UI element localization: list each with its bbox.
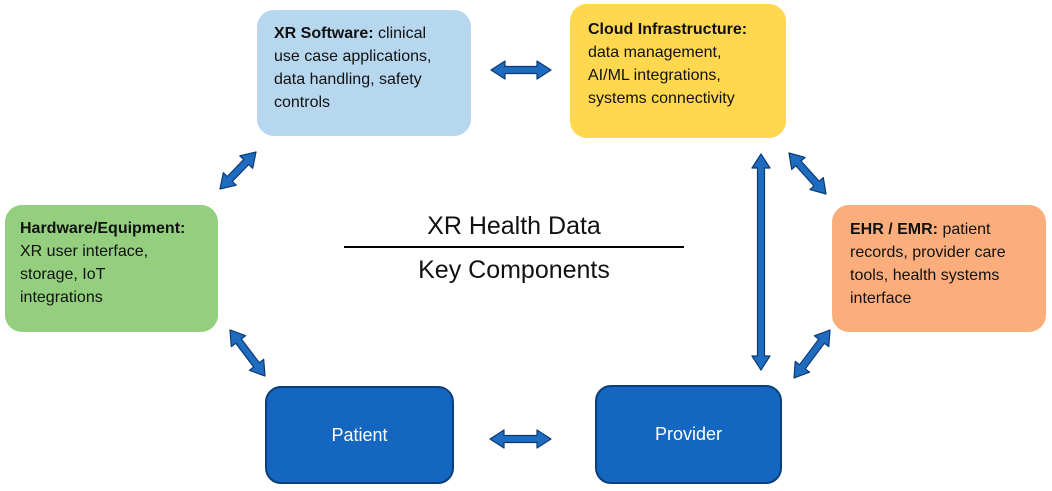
xr-software-line-4: controls xyxy=(274,94,331,111)
xr-software-line-2: use case applications, xyxy=(274,48,432,65)
center-title: XR Health Data xyxy=(427,212,601,240)
arrow-cloud-provider xyxy=(751,153,771,371)
provider-node: Provider xyxy=(595,385,782,484)
cloud-infrastructure-box: Cloud Infrastructure: data management, A… xyxy=(569,3,787,139)
cloud-line-3: systems connectivity xyxy=(588,90,735,107)
cloud-line-1: data management, xyxy=(588,44,722,61)
ehr-line-4: interface xyxy=(850,290,912,307)
cloud-line-2: AI/ML integrations, xyxy=(588,67,721,84)
ehr-line-2: records, provider care xyxy=(850,244,1006,261)
hardware-equipment-box: Hardware/Equipment: XR user interface, s… xyxy=(4,204,219,333)
arrow-patient-provider xyxy=(489,429,552,449)
arrow-xr-cloud xyxy=(490,60,552,80)
xr-software-line-3: data handling, safety xyxy=(274,71,422,88)
hardware-line-2: storage, IoT xyxy=(20,266,106,283)
patient-node: Patient xyxy=(265,386,454,484)
ehr-line-3: tools, health systems xyxy=(850,267,1000,284)
arrow-hardware-patient xyxy=(229,329,266,377)
arrow-xr-hardware xyxy=(219,151,257,190)
center-divider xyxy=(344,246,684,248)
cloud-title: Cloud Infrastructure: xyxy=(588,21,748,38)
arrow-cloud-ehr xyxy=(788,152,827,195)
center-subtitle: Key Components xyxy=(418,256,610,284)
ehr-emr-box: EHR / EMR: patient records, provider car… xyxy=(831,204,1047,333)
hardware-line-3: integrations xyxy=(20,289,103,306)
hardware-line-1: XR user interface, xyxy=(20,243,149,260)
arrow-ehr-provider xyxy=(793,329,831,379)
ehr-title: EHR / EMR: xyxy=(850,221,938,238)
xr-software-line-1: clinical xyxy=(378,25,427,42)
ehr-line-1: patient xyxy=(942,221,991,238)
hardware-title: Hardware/Equipment: xyxy=(20,220,186,237)
xr-software-box: XR Software: clinical use case applicati… xyxy=(256,9,472,137)
patient-label: Patient xyxy=(331,424,388,445)
xr-software-title: XR Software: xyxy=(274,25,374,42)
provider-label: Provider xyxy=(654,424,723,444)
